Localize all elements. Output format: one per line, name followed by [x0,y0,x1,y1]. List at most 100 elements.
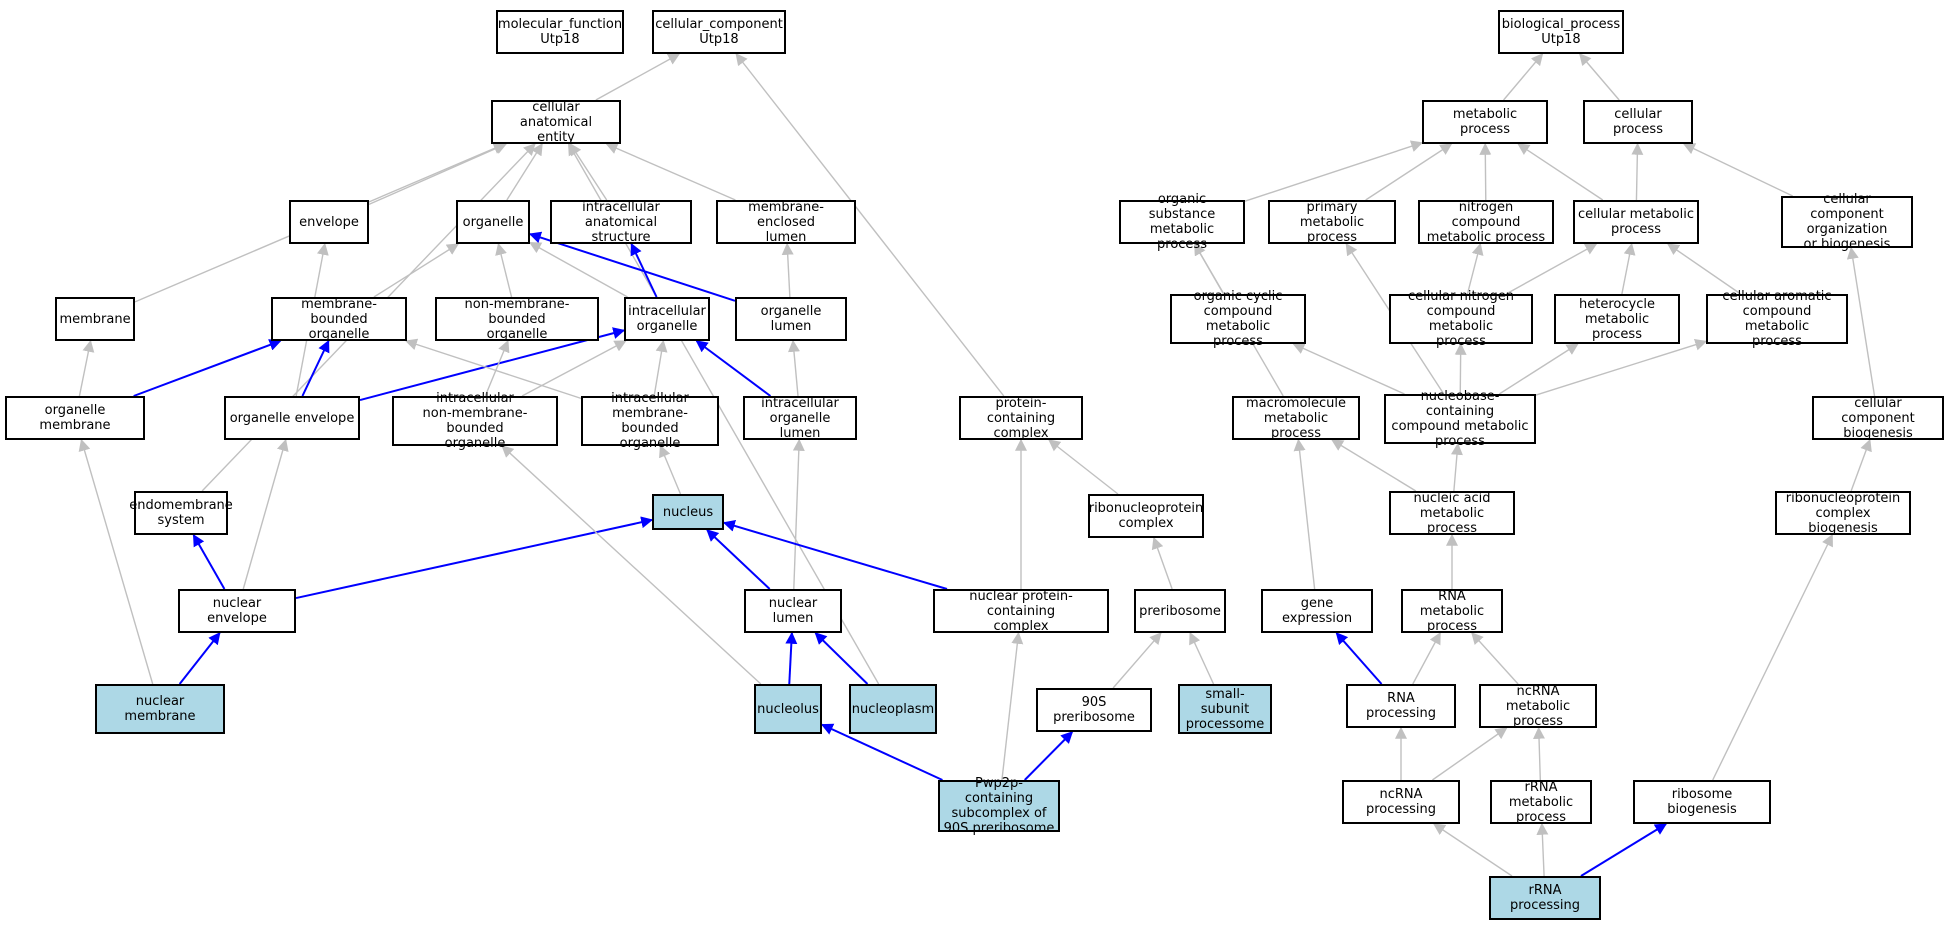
edge-nuclear-envelope-to-endomembrane-system [192,533,226,590]
node-label: 90S preribosome [1053,695,1135,725]
node-label: cellular component organization or bioge… [1803,192,1891,252]
node-organelle-envelope[interactable]: organelle envelope [224,396,360,440]
node-label: nuclear membrane [124,694,196,724]
node-membrane-bounded-organelle[interactable]: membrane-bounded organelle [271,297,407,342]
node-label: biological_process Utp18 [1501,17,1621,47]
edge-ncrna-metabolic-process-to-rna-metabolic-process [1471,632,1519,685]
node-non-membrane-bounded-organelle[interactable]: non-membrane-bounded organelle [435,296,599,342]
node-ribonucleoprotein-complex-biogenesis[interactable]: ribonucleoprotein complex biogenesis [1775,490,1911,536]
node-metabolic-process[interactable]: metabolic process [1422,100,1548,144]
node-label: cellular nitrogen compound metabolic pro… [1407,289,1515,349]
node-envelope[interactable]: envelope [289,200,369,244]
edge-cellular-metabolic-process-to-cellular-process [1631,142,1644,201]
node-endomembrane-system[interactable]: endomembrane system [129,491,233,535]
node-ribosome-biogenesis[interactable]: ribosome biogenesis [1633,780,1771,824]
edge-rrna-processing-to-ncrna-processing [1433,823,1513,877]
node-label: intracellular anatomical structure [582,199,660,245]
edge-non-membrane-bounded-organelle-to-organelle [495,242,513,298]
edge-ribonucleoprotein-complex-biogenesis-to-cellular-component-biogenesis [1850,438,1872,492]
node-nuclear-membrane[interactable]: nuclear membrane [95,684,225,734]
edge-primary-metabolic-process-to-metabolic-process [1365,143,1453,201]
node-intracellular-organelle-lumen[interactable]: intracellular organelle lumen [743,395,857,441]
node-organelle[interactable]: organelle [456,200,530,244]
node-rna-processing[interactable]: RNA processing [1346,684,1456,728]
edge-ncrna-processing-to-ncrna-metabolic-process [1431,727,1508,781]
node-label: ribosome biogenesis [1667,787,1737,817]
node-small-subunit-processome[interactable]: small-subunit processome [1178,684,1272,734]
node-label: nuclear lumen [768,596,818,626]
node-label: cellular_component Utp18 [655,17,783,47]
edge-membrane-enclosed-lumen-to-cellular-anatomical-entity [605,142,736,201]
node-nuclear-protein-containing-complex[interactable]: nuclear protein-containing complex [933,589,1109,634]
node-intracellular-anatomical-structure[interactable]: intracellular anatomical structure [550,199,692,245]
node-primary-metabolic-process[interactable]: primary metabolic process [1268,199,1396,245]
node-cellular-anatomical-entity[interactable]: cellular anatomical entity [491,100,621,145]
node-label: nucleus [662,504,714,520]
edge-preribosome-to-ribonucleoprotein-complex [1151,536,1173,590]
node-organelle-membrane[interactable]: organelle membrane [5,396,145,440]
node-rna-metabolic-process[interactable]: RNA metabolic process [1401,588,1503,634]
node-label: nuclear envelope [207,596,267,626]
node-pwp2p-subcomplex[interactable]: Pwp2p-containing subcomplex of 90S preri… [938,776,1060,836]
node-label: nitrogen compound metabolic process [1426,199,1546,245]
node-cellular-nitrogen-compound-metabolic-process[interactable]: cellular nitrogen compound metabolic pro… [1389,289,1533,349]
edge-organelle-lumen-to-membrane-enclosed-lumen [781,242,794,298]
node-cellular-component-organization-or-biogenesis[interactable]: cellular component organization or bioge… [1781,192,1913,252]
node-cellular-aromatic-compound-metabolic-process[interactable]: cellular aromatic compound metabolic pro… [1706,289,1848,349]
node-intracellular-non-membrane-bounded-organelle[interactable]: intracellular non-membrane-bounded organ… [392,391,558,451]
node-gene-expression[interactable]: gene expression [1261,589,1373,633]
node-ncrna-metabolic-process[interactable]: ncRNA metabolic process [1479,684,1597,729]
node-nuclear-envelope[interactable]: nuclear envelope [178,589,296,633]
node-nucleus[interactable]: nucleus [652,494,724,530]
node-molecular-function[interactable]: molecular_function Utp18 [496,10,624,54]
node-cellular-process[interactable]: cellular process [1583,100,1693,144]
node-protein-containing-complex[interactable]: protein-containing complex [959,396,1083,441]
node-label: non-membrane-bounded organelle [464,296,570,342]
edge-nucleus-to-intracellular-membrane-bounded-organelle [659,444,682,495]
node-membrane[interactable]: membrane [55,297,135,341]
node-preribosome[interactable]: preribosome [1134,589,1226,633]
edge-nuclear-lumen-to-intracellular-organelle-lumen [792,438,805,590]
node-macromolecule-metabolic-process[interactable]: macromolecule metabolic process [1232,396,1360,441]
node-ncrna-processing[interactable]: ncRNA processing [1342,780,1460,824]
node-ribonucleoprotein-complex[interactable]: ribonucleoprotein complex [1088,494,1204,538]
node-heterocycle-metabolic-process[interactable]: heterocycle metabolic process [1554,294,1680,344]
node-nuclear-lumen[interactable]: nuclear lumen [744,589,842,633]
node-organelle-lumen[interactable]: organelle lumen [735,297,847,341]
node-nitrogen-compound-metabolic-process[interactable]: nitrogen compound metabolic process [1418,199,1554,245]
node-label: membrane [59,311,131,327]
edge-protein-containing-complex-to-cellular-component [735,53,1005,397]
node-label: organic substance metabolic process [1148,192,1216,252]
node-intracellular-organelle[interactable]: intracellular organelle [624,297,710,341]
node-rrna-processing[interactable]: rRNA processing [1489,876,1601,920]
edge-nuclear-membrane-to-nuclear-envelope [178,632,221,685]
node-cellular-metabolic-process[interactable]: cellular metabolic process [1573,200,1699,244]
node-nucleolus[interactable]: nucleolus [754,684,822,734]
node-membrane-enclosed-lumen[interactable]: membrane-enclosed lumen [716,200,856,245]
node-label: RNA metabolic process [1419,588,1485,634]
node-biological-process[interactable]: biological_process Utp18 [1498,10,1624,54]
edge-nuclear-lumen-to-nucleus [706,529,771,590]
node-nucleobase-containing-compound-metabolic-process[interactable]: nucleobase-containing compound metabolic… [1384,389,1536,449]
edge-rrna-metabolic-process-to-ncrna-metabolic-process [1533,726,1546,781]
node-rrna-metabolic-process[interactable]: rRNA metabolic process [1490,780,1592,825]
node-nucleoplasm[interactable]: nucleoplasm [849,684,937,734]
edge-nucleoplasm-to-nuclear-lumen [814,632,869,685]
edge-nucleobase-containing-compound-metabolic-process-to-organic-cyclic-compound-metabolic-process [1292,342,1405,395]
node-label: ribonucleoprotein complex biogenesis [1785,490,1901,536]
node-preribosome-90s[interactable]: 90S preribosome [1036,688,1152,732]
node-organic-substance-metabolic-process[interactable]: organic substance metabolic process [1119,192,1245,252]
node-cellular-component-biogenesis[interactable]: cellular component biogenesis [1812,396,1944,441]
edge-pwp2p-subcomplex-to-nuclear-protein-containing-complex [1001,631,1024,781]
edge-intracellular-non-membrane-bounded-organelle-to-intracellular-organelle [521,340,627,397]
node-label: intracellular non-membrane-bounded organ… [422,391,528,451]
edge-rrna-processing-to-ribosome-biogenesis [1580,823,1668,877]
node-nucleic-acid-metabolic-process[interactable]: nucleic acid metabolic process [1389,491,1515,536]
node-organic-cyclic-compound-metabolic-process[interactable]: organic cyclic compound metabolic proces… [1170,289,1306,349]
edge-pwp2p-subcomplex-to-nucleolus [820,723,943,781]
node-cellular-component[interactable]: cellular_component Utp18 [652,10,786,54]
node-intracellular-membrane-bounded-organelle[interactable]: intracellular membrane-bounded organelle [581,391,719,451]
node-label: intracellular membrane-bounded organelle [611,391,689,451]
node-label: intracellular organelle lumen [761,395,839,441]
node-label: primary metabolic process [1299,199,1365,245]
